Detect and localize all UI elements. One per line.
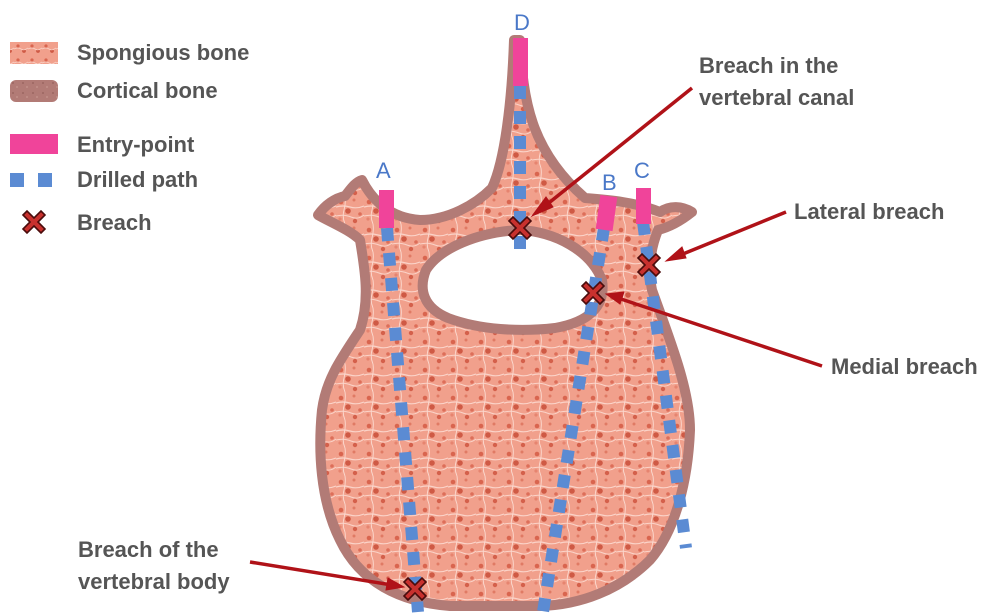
legend-cortical-label: Cortical bone [77, 78, 218, 103]
annotation-canal-line2: vertebral canal [699, 85, 854, 110]
entry-point-a [379, 190, 394, 228]
legend-entry-label: Entry-point [77, 132, 195, 157]
breach-icon [23, 211, 45, 233]
legend: Spongious bone Cortical bone Entry-point… [10, 40, 249, 235]
path-label-d: D [514, 10, 530, 35]
legend-breach-label: Breach [77, 210, 152, 235]
annotation-body-line2: vertebral body [78, 569, 230, 594]
entry-point-c [636, 188, 651, 224]
annotation-lateral: Lateral breach [794, 199, 944, 224]
annotation-medial: Medial breach [831, 354, 978, 379]
spongious-bone-swatch [10, 42, 58, 64]
vertebral-canal [423, 230, 603, 330]
vertebra [318, 40, 692, 606]
path-label-c: C [634, 158, 650, 183]
legend-spongious-label: Spongious bone [77, 40, 249, 65]
entry-point-d [513, 38, 528, 86]
cortical-bone-swatch [10, 80, 58, 102]
annotation-body-line1: Breach of the [78, 537, 219, 562]
annotation-canal-line1: Breach in the [699, 53, 838, 78]
legend-drilled-label: Drilled path [77, 167, 198, 192]
entry-point-swatch [10, 134, 58, 154]
path-label-b: B [602, 170, 617, 195]
path-label-a: A [376, 158, 391, 183]
